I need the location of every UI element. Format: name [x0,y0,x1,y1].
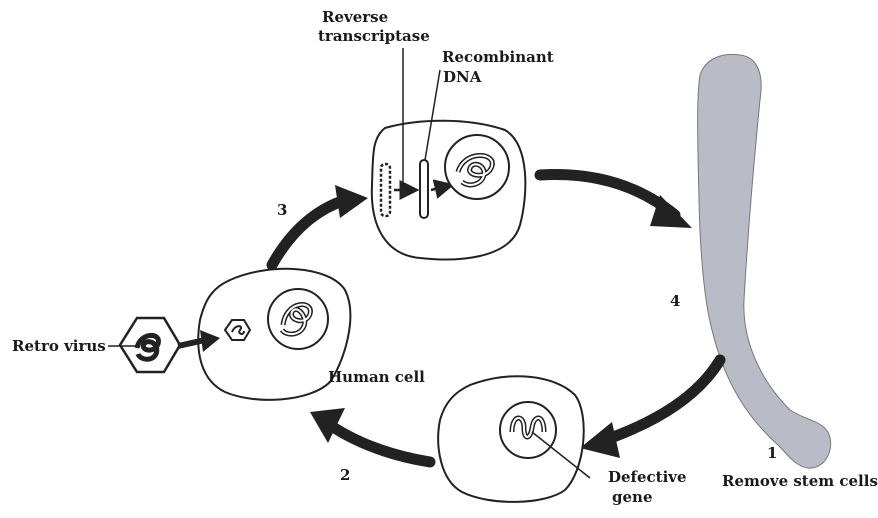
label-human-cell: Human cell [328,368,425,387]
label-recombinant-1: Recombinant [442,48,554,67]
arrow-step-2 [330,425,430,462]
stem-cell-nucleus [500,402,556,458]
label-recombinant-2: DNA [443,68,481,87]
arrow-step-1 [605,360,720,440]
step-number-4: 4 [670,292,680,311]
label-remove-stem-cells: Remove stem cells [722,472,878,491]
arrow-step-1-head [580,422,620,458]
label-reverse-transcriptase-1: Reverse [322,8,388,27]
step-number-1: 1 [767,444,777,463]
arm-shape [698,54,831,468]
viral-dna-strand [381,164,390,216]
label-reverse-transcriptase-2: transcriptase [318,27,430,46]
label-defective-gene-1: Defective [608,468,687,487]
arrow-step-4 [540,175,675,216]
recombinant-dna-strand [420,160,428,218]
label-retro-virus: Retro virus [12,337,106,356]
top-cell-nucleus [445,135,509,199]
label-defective-gene-2: gene [612,488,652,507]
virus-inside-cell [225,320,250,340]
step-number-3: 3 [277,201,287,220]
arrow-step-3-head [335,185,368,218]
retro-virus-capsid [120,318,180,372]
step-number-2: 2 [340,466,350,485]
